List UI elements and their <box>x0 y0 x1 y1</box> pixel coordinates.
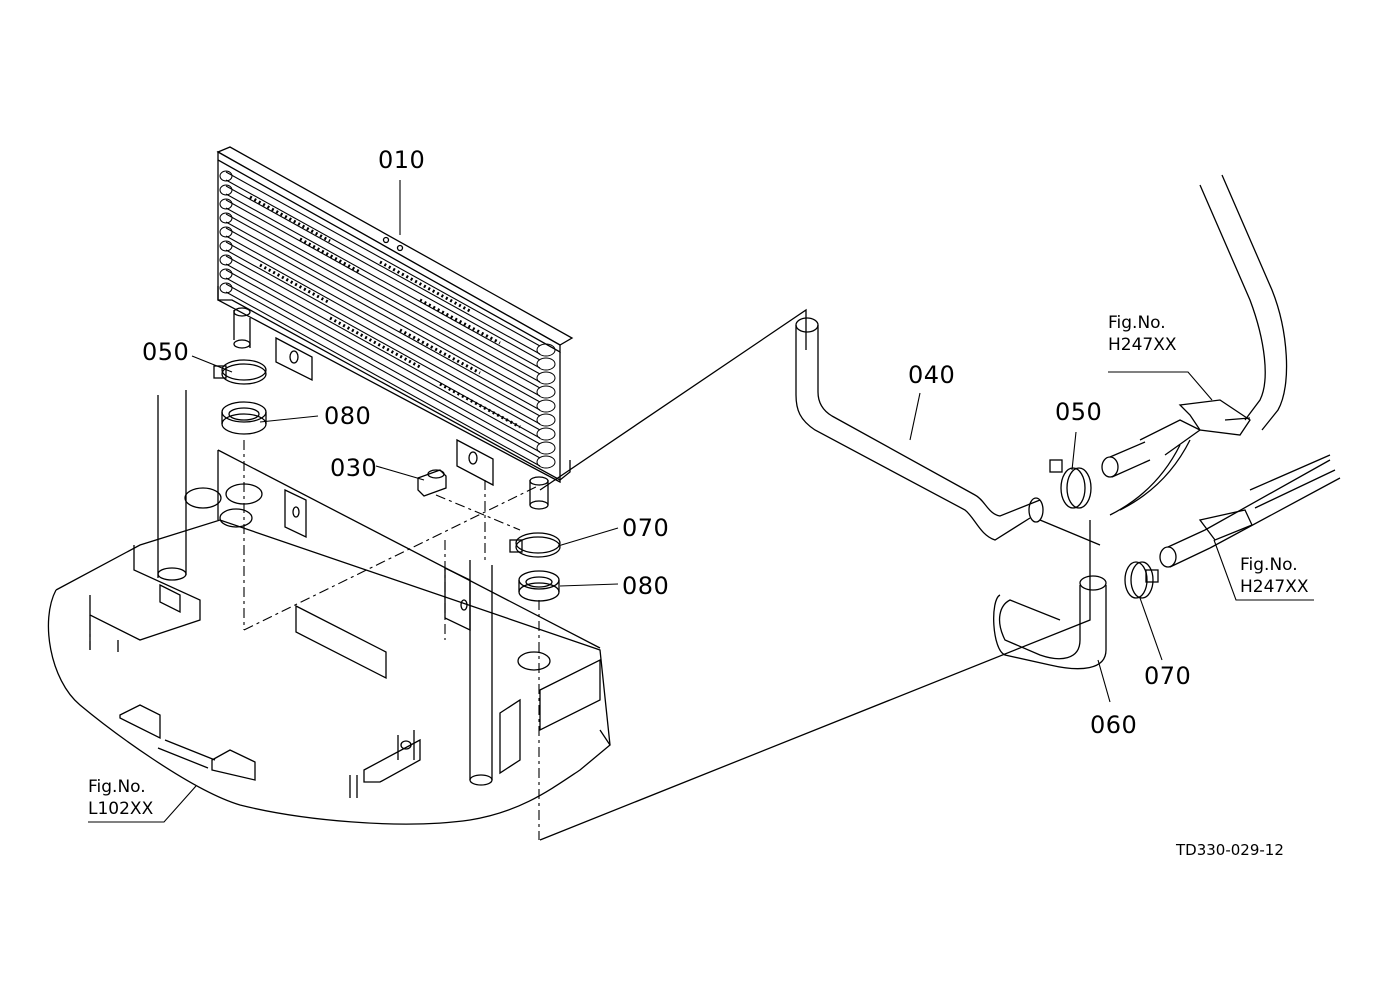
part-label-060: 060 <box>1090 711 1138 739</box>
figure-ref-h247-top-line2: H247XX <box>1108 335 1177 355</box>
part-label-080-left: 080 <box>324 402 372 430</box>
hose-clamp-070-left <box>509 532 561 558</box>
pipe-end-top <box>1101 399 1251 478</box>
figure-ref-h247-bottom-line1: Fig.No. <box>1240 555 1298 575</box>
figure-ref-h247-top: Fig.No. H247XX <box>1108 312 1177 356</box>
assembly-guide-lines <box>89 440 541 840</box>
part-label-070-left: 070 <box>622 514 670 542</box>
hose-040 <box>795 317 1044 541</box>
part-label-030: 030 <box>330 454 378 482</box>
figure-ref-l102-line2: L102XX <box>88 799 154 819</box>
hose-clamp-050-right <box>1049 459 1092 509</box>
part-label-010: 010 <box>378 146 426 174</box>
part-label-080-right: 080 <box>622 572 670 600</box>
hose-clamp-070-right <box>1124 561 1159 599</box>
o-ring-080-right <box>518 570 560 602</box>
part-label-040: 040 <box>908 361 956 389</box>
o-ring-080-left <box>221 401 267 435</box>
pipe-end-bottom <box>1159 454 1341 568</box>
part-label-050-right: 050 <box>1055 398 1103 426</box>
bolt-030 <box>417 469 447 497</box>
leader-lines <box>88 180 1314 823</box>
part-label-050-left: 050 <box>142 338 190 366</box>
figure-ref-h247-top-line1: Fig.No. <box>1108 313 1166 333</box>
drawing-code: TD330-029-12 <box>1176 841 1284 859</box>
hose-clamp-050-left <box>213 359 267 385</box>
hose-060 <box>993 575 1107 670</box>
oil-cooler <box>216 146 574 510</box>
figure-ref-h247-bottom-line2: H247XX <box>1240 577 1309 597</box>
part-label-070-right: 070 <box>1144 662 1192 690</box>
figure-ref-h247-bottom: Fig.No. H247XX <box>1240 554 1309 598</box>
connector-lines <box>539 308 1101 841</box>
figure-ref-l102-line1: Fig.No. <box>88 777 146 797</box>
return-pipe-upper <box>1109 174 1288 516</box>
figure-ref-l102: Fig.No. L102XX <box>88 776 153 820</box>
